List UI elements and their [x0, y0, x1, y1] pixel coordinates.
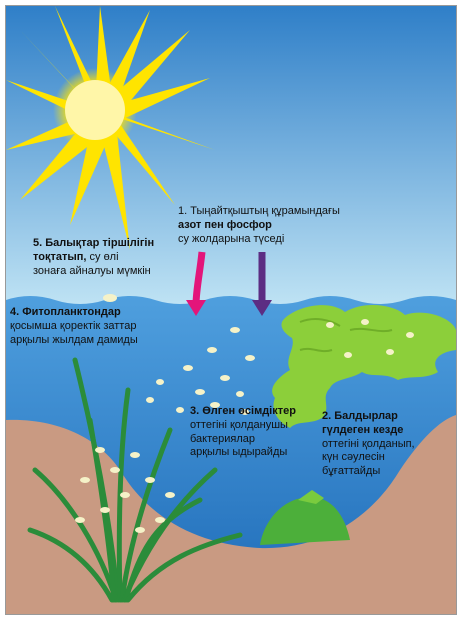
- label-step2: 2. Балдырлар гүлдеген кезде оттегіні қол…: [322, 410, 415, 479]
- label-step1: 1. Тыңайтқыштың құрамындағы азот пен фос…: [178, 205, 340, 246]
- sun: [65, 80, 125, 140]
- label-step4: 4. Фитопланктондар қосымша қоректік затт…: [10, 306, 138, 347]
- label-step3: 3. Өлген өсімдіктер оттегіні қолданушы б…: [190, 405, 296, 460]
- label-step5: 5. Балықтар тіршілігін тоқтатып, су өлі …: [33, 237, 154, 278]
